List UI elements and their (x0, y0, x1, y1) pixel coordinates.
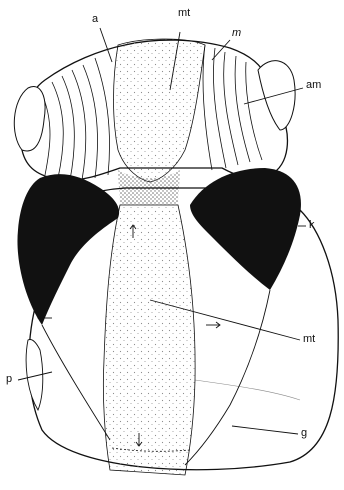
label-g: g (301, 428, 307, 439)
label-am: am (306, 80, 321, 91)
central-tract-stipple (103, 205, 195, 475)
label-p: p (6, 374, 12, 385)
label-a: a (92, 14, 98, 25)
label-m: m (232, 28, 241, 39)
label-mt-mid: mt (303, 334, 315, 345)
label-k: k (309, 220, 315, 231)
label-mt-top: mt (178, 8, 190, 19)
